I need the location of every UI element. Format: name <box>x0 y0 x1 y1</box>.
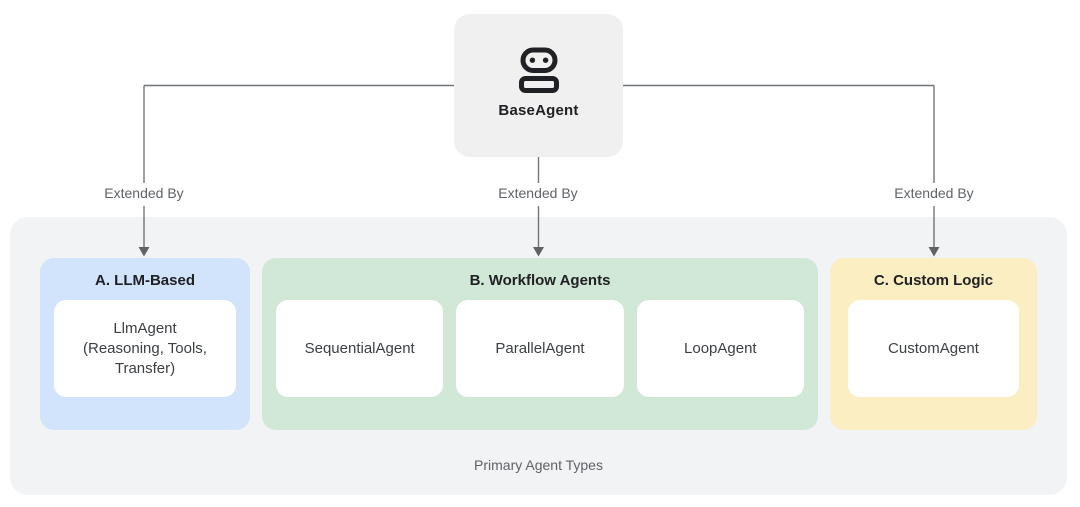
group-workflow-agents: B. Workflow Agents SequentialAgent Paral… <box>262 258 818 430</box>
agent-card-llm-agent: LlmAgent (Reasoning, Tools, Transfer) <box>54 300 236 397</box>
agent-card-loop-agent: LoopAgent <box>636 300 804 397</box>
extended-by-label-left: Extended By <box>104 185 184 201</box>
group-custom-logic: C. Custom Logic CustomAgent <box>830 258 1037 430</box>
card-row-llm-based: LlmAgent (Reasoning, Tools, Transfer) <box>40 300 250 397</box>
base-agent-node: BaseAgent <box>454 14 623 157</box>
robot-icon <box>518 47 559 93</box>
group-llm-based: A. LLM-Based LlmAgent (Reasoning, Tools,… <box>40 258 250 430</box>
group-title-workflow-agents: B. Workflow Agents <box>469 272 611 289</box>
extended-by-label-center: Extended By <box>498 185 578 201</box>
agent-card-parallel-agent: ParallelAgent <box>456 300 624 397</box>
agent-card-custom-agent: CustomAgent <box>848 300 1019 397</box>
card-row-workflow-agents: SequentialAgent ParallelAgent LoopAgent <box>262 300 818 397</box>
base-agent-label: BaseAgent <box>498 101 579 119</box>
primary-agent-types-container: A. LLM-Based LlmAgent (Reasoning, Tools,… <box>10 217 1067 495</box>
extended-by-label-right: Extended By <box>894 185 974 201</box>
card-row-custom-logic: CustomAgent <box>830 300 1037 397</box>
agent-card-sequential-agent: SequentialAgent <box>276 300 444 397</box>
group-title-custom-logic: C. Custom Logic <box>873 272 994 289</box>
container-caption: Primary Agent Types <box>474 457 603 473</box>
group-title-llm-based: A. LLM-Based <box>94 272 195 289</box>
